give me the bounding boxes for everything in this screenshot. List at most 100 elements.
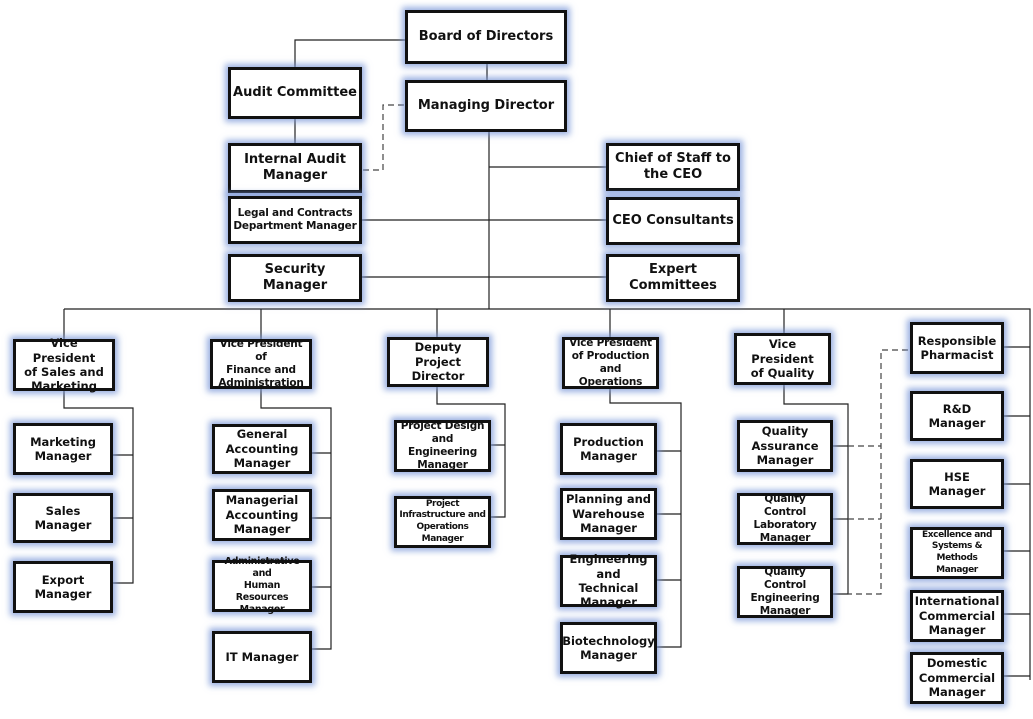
node-label-line: Vice President of xyxy=(219,337,303,363)
node-label-line: Human Resources xyxy=(235,580,289,603)
node-label-line: Engineering xyxy=(750,592,820,604)
node-audit-committee: Audit Committee xyxy=(228,67,362,119)
node-label-line: Manager xyxy=(936,564,978,575)
node-label-line: Manager xyxy=(759,605,811,618)
node-label-line: Quality Control xyxy=(763,565,806,591)
node-label-line: Director xyxy=(411,369,465,384)
node-managing-director: Managing Director xyxy=(405,80,567,132)
node-ceo-consultants: CEO Consultants xyxy=(606,197,740,245)
node-label-line: Manager xyxy=(928,685,986,700)
node-label-line: the CEO xyxy=(643,167,703,182)
edge-dashed-pharmacist-quality xyxy=(848,349,908,595)
node-label-line: Manager xyxy=(580,449,637,463)
node-label-line: Commercial xyxy=(918,670,996,685)
edge-main-bus xyxy=(64,308,1031,680)
node-label-line: Responsible xyxy=(917,333,997,348)
node-label-line: Managerial xyxy=(225,493,299,508)
node-label-line: Managing Director xyxy=(417,97,555,113)
node-label-line: Systems & xyxy=(931,541,983,552)
node-label-line: Manager xyxy=(34,449,92,463)
node-label-line: Planning and xyxy=(565,492,652,507)
node-label-line: Manager xyxy=(580,648,637,662)
node-label-line: Marketing xyxy=(31,379,97,394)
node-label-line: and Engineering xyxy=(407,432,478,458)
node-label-line: Excellence and xyxy=(922,529,992,540)
node-label: Sales Manager xyxy=(18,504,108,533)
node-label-line: Manager xyxy=(239,603,285,615)
node-label-line: Manager xyxy=(580,595,637,610)
node-label-line: General xyxy=(236,427,288,442)
node-label-line: Methods xyxy=(936,553,978,563)
node-label: Audit Committee xyxy=(233,85,357,101)
node-label-line: Engineering xyxy=(569,552,648,567)
edge-finance-group xyxy=(260,389,332,650)
node-label-line: Manager xyxy=(759,532,811,545)
node-label-line: Finance and xyxy=(226,364,296,376)
node-label-line: Laboratory xyxy=(753,519,817,531)
node-label-line: Assurance xyxy=(751,438,819,453)
node-label-line: Export xyxy=(41,572,85,587)
node-label-line: Pharmacist xyxy=(920,348,994,362)
node-label: Security Manager xyxy=(233,262,357,295)
node-hse: HSE Manager xyxy=(910,459,1004,509)
node-label-line: of Quality xyxy=(750,366,815,381)
node-label-line: Legal and Contracts xyxy=(237,206,353,219)
node-label-line: Manager xyxy=(417,459,468,472)
node-label-line: Quality Control xyxy=(763,492,806,518)
node-label-line: Audit Committee xyxy=(233,84,357,100)
node-label-line: Project Design xyxy=(400,419,485,432)
node-it: IT Manager xyxy=(212,631,312,683)
node-label-line: Manager xyxy=(262,168,328,183)
node-rd: R&D Manager xyxy=(910,391,1004,441)
node-label: Board of Directors xyxy=(419,29,553,45)
node-label-line: Sales Manager xyxy=(34,503,92,532)
node-label-line: Production xyxy=(573,434,644,449)
node-label-line: Administrative and xyxy=(224,556,300,580)
node-label-line: Project xyxy=(425,498,460,509)
node-label-line: Vice President xyxy=(569,336,652,349)
node-label-line: International xyxy=(914,594,1000,609)
node-label-line: Expert xyxy=(648,261,697,277)
node-label-line: Department Manager xyxy=(233,220,357,232)
node-label-line: Chief of Staff to xyxy=(615,150,731,166)
node-label-line: of Production xyxy=(571,349,650,362)
node-label: Managing Director xyxy=(418,98,554,114)
node-label-line: HSE Manager xyxy=(928,469,986,498)
node-label: R&D Manager xyxy=(915,402,999,431)
edge-production-group xyxy=(609,389,682,648)
